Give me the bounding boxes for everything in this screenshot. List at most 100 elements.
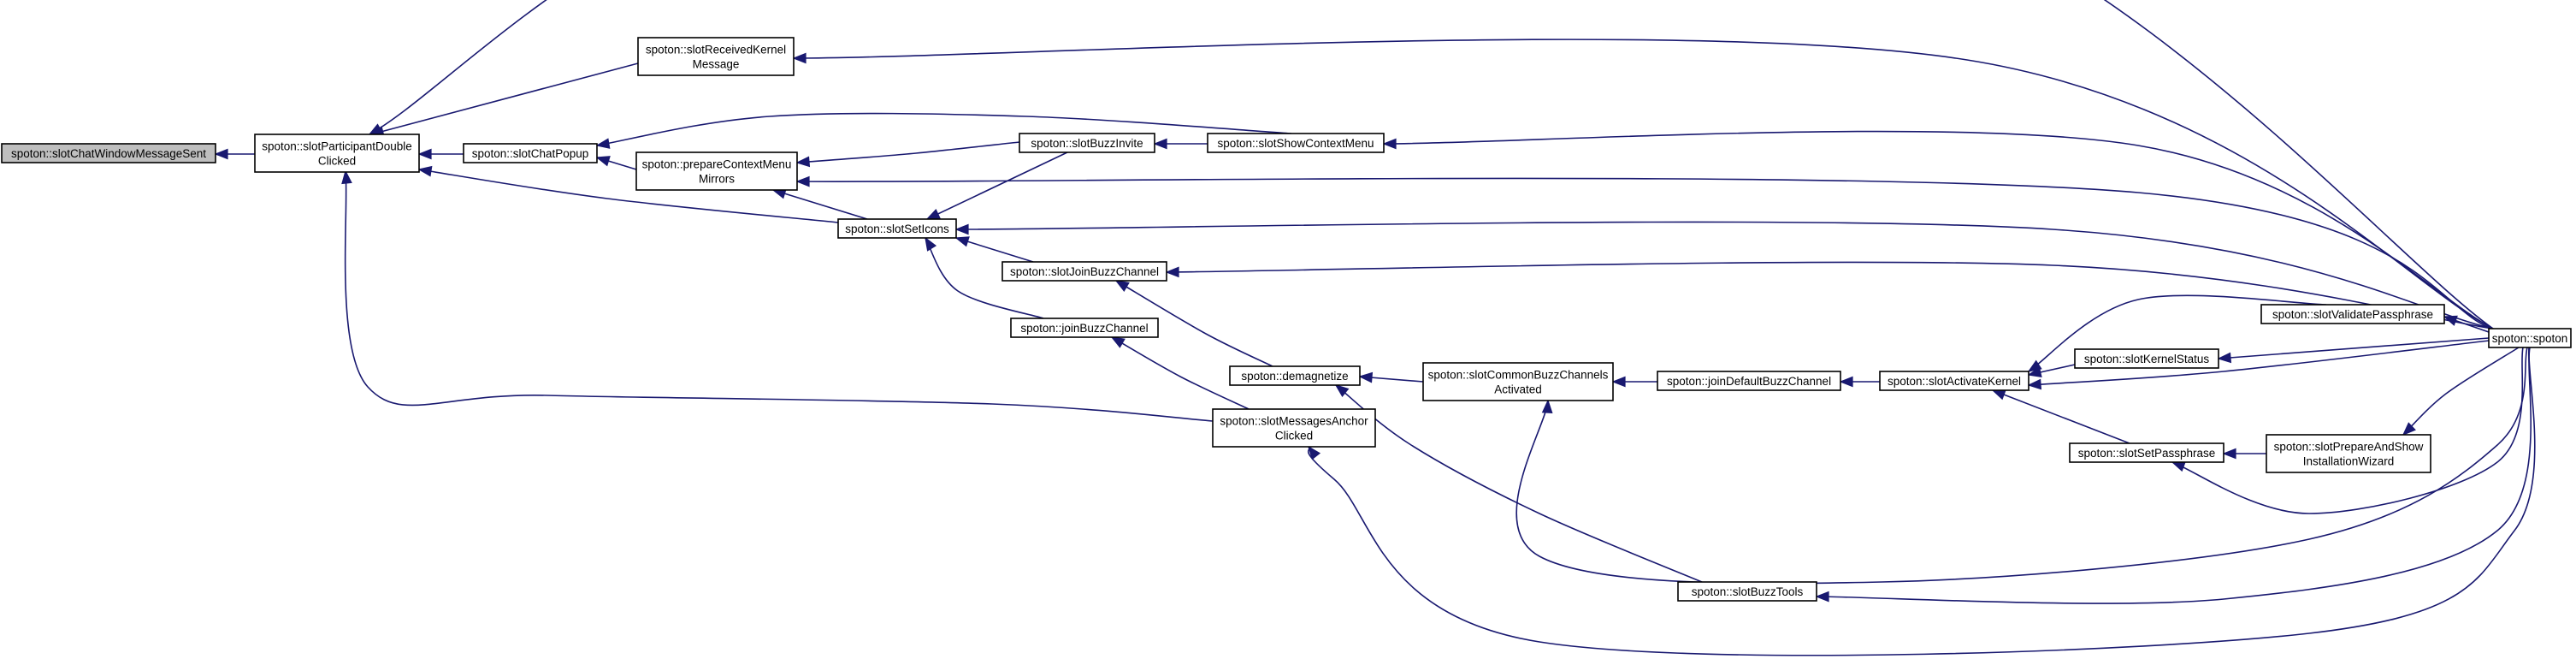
node-label: spoton::slotKernelStatus bbox=[2084, 353, 2210, 365]
edge-line bbox=[1816, 347, 2532, 604]
node-label: spoton::joinBuzzChannel bbox=[1020, 322, 1148, 335]
edge-joinDefaultBuzzChannel-to-slotCommonBuzzChannelsActivated bbox=[1611, 376, 1657, 388]
edge-slotCommonBuzzChannelsActivated-to-demagnetize bbox=[1358, 371, 1424, 383]
edge-line bbox=[2402, 347, 2520, 436]
edge-line bbox=[1115, 280, 1273, 367]
node-slotJoinBuzzChannel[interactable]: spoton::slotJoinBuzzChannel bbox=[1001, 261, 1167, 282]
edge-line bbox=[596, 112, 1292, 146]
arrowhead-icon bbox=[1334, 383, 1350, 398]
node-slotPrepareAndShowInstallationWizard[interactable]: spoton::slotPrepareAndShowInstallationWi… bbox=[2266, 434, 2431, 473]
edge-line bbox=[796, 141, 1020, 163]
edge-line bbox=[344, 170, 1214, 422]
arrowhead-icon bbox=[1110, 336, 1126, 348]
edge-slotBuzzTools-to-demagnetize bbox=[1334, 383, 1703, 583]
node-box bbox=[254, 134, 420, 173]
node-label: spoton::slotMessagesAnchor bbox=[1220, 415, 1368, 428]
arrowhead-icon bbox=[1358, 371, 1374, 383]
node-slotValidatePassphrase[interactable]: spoton::slotValidatePassphrase bbox=[2260, 304, 2445, 324]
node-spoton[interactable]: spoton::spoton bbox=[2488, 328, 2572, 348]
node-box bbox=[2260, 304, 2445, 324]
edge-line bbox=[772, 189, 868, 220]
arrowhead-icon bbox=[795, 175, 810, 187]
edge-line bbox=[926, 151, 1068, 220]
arrowhead-icon bbox=[2027, 378, 2042, 390]
arrowhead-icon bbox=[954, 223, 969, 235]
node-joinDefaultBuzzChannel[interactable]: spoton::joinDefaultBuzzChannel bbox=[1657, 371, 1841, 391]
node-label: spoton::slotBuzzInvite bbox=[1031, 137, 1143, 150]
node-label: spoton::slotActivateKernel bbox=[1888, 375, 2021, 388]
arrowhead-icon bbox=[595, 138, 611, 149]
node-box bbox=[637, 37, 795, 76]
edge-spoton-to-slotMessagesAnchorClicked bbox=[1307, 347, 2536, 656]
node-label: spoton::slotBuzzTools bbox=[1692, 585, 1804, 598]
node-label: spoton::joinDefaultBuzzChannel bbox=[1667, 375, 1831, 388]
edge-line bbox=[2171, 347, 2524, 514]
node-joinBuzzChannel[interactable]: spoton::joinBuzzChannel bbox=[1010, 318, 1159, 338]
edges-layer bbox=[214, 0, 2536, 656]
edge-line bbox=[369, 0, 2494, 330]
arrowhead-icon bbox=[2222, 448, 2236, 460]
arrowhead-icon bbox=[1114, 280, 1130, 292]
node-slotKernelStatus[interactable]: spoton::slotKernelStatus bbox=[2074, 348, 2219, 369]
edge-line bbox=[793, 39, 2494, 330]
edge-line bbox=[1335, 384, 1703, 583]
edge-slotSetPassphrase-to-slotActivateKernel bbox=[1991, 389, 2130, 444]
arrowhead-icon bbox=[1153, 138, 1167, 150]
node-label: spoton::slotSetIcons bbox=[845, 223, 949, 235]
node-slotBuzzInvite[interactable]: spoton::slotBuzzInvite bbox=[1019, 133, 1155, 153]
node-label: spoton::slotParticipantDouble bbox=[262, 140, 412, 153]
node-slotSetPassphrase[interactable]: spoton::slotSetPassphrase bbox=[2069, 442, 2224, 463]
edge-line bbox=[925, 237, 1044, 319]
arrowhead-icon bbox=[2217, 352, 2232, 364]
edge-spoton-to-slotKernelStatus bbox=[2217, 337, 2490, 364]
arrowhead-icon bbox=[1307, 445, 1321, 460]
node-box bbox=[2074, 348, 2219, 369]
node-slotBuzzTools[interactable]: spoton::slotBuzzTools bbox=[1677, 581, 1817, 602]
node-box bbox=[1207, 133, 1385, 153]
arrowhead-icon bbox=[2402, 422, 2416, 436]
edge-slotMessagesAnchorClicked-to-slotParticipantDoubleClicked bbox=[341, 169, 1214, 422]
node-slotChatWindowMessageSent[interactable]: spoton::slotChatWindowMessageSent bbox=[1, 143, 216, 163]
node-label: Clicked bbox=[318, 155, 356, 168]
edge-slotActivateKernel-to-joinDefaultBuzzChannel bbox=[1839, 376, 1880, 388]
node-box bbox=[1, 143, 216, 163]
arrowhead-icon bbox=[341, 169, 352, 185]
node-box bbox=[635, 151, 798, 191]
node-slotActivateKernel[interactable]: spoton::slotActivateKernel bbox=[1879, 371, 2029, 391]
edge-line bbox=[2218, 337, 2490, 359]
node-demagnetize[interactable]: spoton::demagnetize bbox=[1229, 365, 1361, 386]
edge-spoton-to-slotCommonBuzzChannelsActivated bbox=[1515, 347, 2528, 585]
node-label: Message bbox=[693, 58, 740, 71]
edge-slotMessagesAnchorClicked-to-joinBuzzChannel bbox=[1110, 336, 1250, 410]
arrowhead-icon bbox=[1991, 389, 2006, 401]
node-label: Clicked bbox=[1275, 430, 1313, 442]
node-slotShowContextMenu[interactable]: spoton::slotShowContextMenu bbox=[1207, 133, 1385, 153]
node-label: spoton::demagnetize bbox=[1241, 370, 1348, 383]
edge-joinBuzzChannel-to-slotSetIcons bbox=[925, 236, 1044, 319]
edge-spoton-to-slotSetIcons bbox=[954, 221, 2494, 330]
edge-demagnetize-to-slotJoinBuzzChannel bbox=[1114, 280, 1273, 367]
edge-slotSetIcons-to-prepareContextMenuMirrors bbox=[771, 188, 868, 220]
arrowhead-icon bbox=[792, 52, 806, 64]
node-label: Activated bbox=[1494, 383, 1542, 396]
arrowhead-icon bbox=[214, 148, 228, 160]
node-slotSetIcons[interactable]: spoton::slotSetIcons bbox=[837, 218, 957, 239]
edge-line bbox=[1515, 347, 2528, 585]
node-slotChatPopup[interactable]: spoton::slotChatPopup bbox=[463, 143, 598, 163]
node-box bbox=[1010, 318, 1159, 338]
node-label: spoton::slotValidatePassphrase bbox=[2272, 308, 2433, 321]
node-label: spoton::slotReceivedKernel bbox=[646, 44, 786, 56]
arrowhead-icon bbox=[1839, 376, 1853, 388]
node-label: spoton::slotCommonBuzzChannels bbox=[1428, 369, 1609, 382]
arrowhead-icon bbox=[1165, 266, 1179, 278]
arrowhead-icon bbox=[595, 156, 611, 167]
node-label: InstallationWizard bbox=[2303, 455, 2395, 468]
node-label: spoton::spoton bbox=[2492, 332, 2568, 345]
edge-spoton-to-slotPrepareAndShowInstallationWizard bbox=[2402, 347, 2520, 436]
